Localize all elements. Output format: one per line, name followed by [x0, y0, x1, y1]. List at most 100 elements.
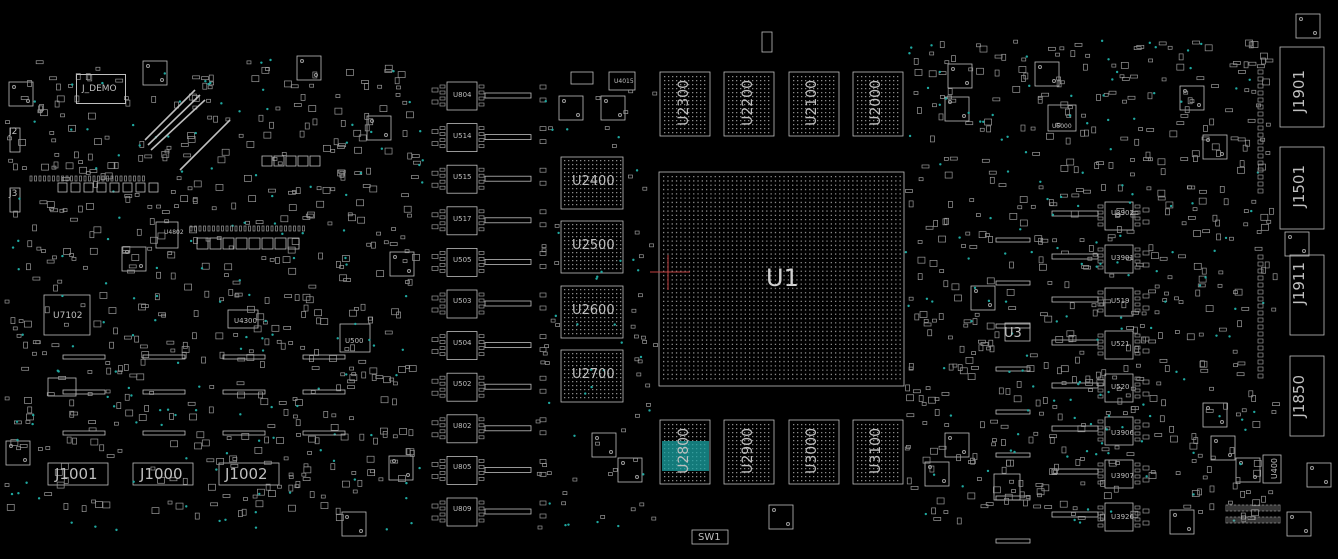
inductor-bar-0-2: [222, 354, 266, 360]
passive-left: [147, 246, 153, 251]
passive-center: [535, 419, 541, 424]
passive-right: [1161, 77, 1167, 82]
passive-left: [44, 492, 53, 496]
passive-right: [1101, 369, 1107, 377]
passive-center: [641, 335, 646, 340]
pad: [431, 349, 439, 354]
u505-label: U505: [453, 256, 472, 264]
mount-square-hole-b-5: [407, 269, 411, 273]
pad: [1142, 336, 1150, 342]
passive-left: [167, 500, 173, 505]
passive-right: [1176, 63, 1185, 71]
pad: [1273, 516, 1277, 524]
passive-right: [994, 331, 1000, 339]
passive-left: [391, 227, 396, 231]
via: [405, 496, 408, 500]
passive-left: [124, 393, 130, 401]
mount-square-hole-22: [772, 508, 776, 512]
passive-right: [989, 345, 995, 353]
passive-left: [402, 259, 408, 263]
pad: [539, 500, 547, 506]
pad: [539, 180, 547, 186]
passive-left: [352, 489, 358, 494]
passive-right: [1059, 80, 1065, 85]
passive-right: [992, 97, 1001, 102]
via: [167, 135, 170, 138]
passive-left: [268, 490, 276, 497]
via: [401, 348, 404, 351]
passive-right: [963, 319, 972, 324]
passive-left: [167, 251, 176, 259]
passive-left: [357, 216, 366, 224]
passive-left: [149, 218, 155, 225]
passive-left: [260, 361, 265, 368]
mount-square-hole-11: [1299, 17, 1303, 21]
pad: [1142, 422, 1150, 428]
passive-center: [544, 344, 549, 349]
u809-label: U809: [453, 505, 472, 513]
passive-right: [1054, 463, 1059, 471]
passive-left: [95, 66, 101, 71]
j1001-label: J1001: [55, 465, 98, 483]
passive-right: [1009, 261, 1014, 269]
passive-center: [645, 383, 651, 388]
passive-left: [162, 154, 168, 162]
passive-right: [1018, 480, 1024, 487]
pad: [1261, 516, 1265, 524]
passive-right: [1033, 504, 1042, 509]
passive-right: [1092, 309, 1098, 317]
passive-left: [189, 413, 197, 421]
passive-left: [100, 173, 106, 180]
passive-left: [288, 267, 297, 275]
memory-bottom-2: [788, 419, 840, 485]
via: [1121, 425, 1124, 429]
pad: [1257, 373, 1264, 379]
passive-right: [1198, 510, 1203, 514]
passive-left: [253, 325, 262, 333]
passive-right: [1083, 265, 1091, 270]
mount-square-hole-b-2: [314, 73, 318, 77]
passive-left: [288, 204, 297, 211]
passive-left: [113, 327, 118, 335]
via: [544, 100, 547, 103]
passive-right: [912, 389, 921, 394]
pad: [1257, 324, 1264, 330]
passive-right: [1121, 77, 1130, 81]
passive-left: [407, 213, 412, 218]
passive-left: [413, 160, 421, 165]
passive-left: [390, 459, 399, 464]
passive-left: [180, 195, 189, 202]
passive-right: [1242, 144, 1248, 152]
via: [10, 492, 14, 496]
pad: [1097, 462, 1104, 467]
passive-center: [608, 472, 613, 476]
pad: [1257, 118, 1264, 124]
via: [135, 421, 138, 424]
passive-right: [1253, 460, 1262, 467]
passive-right: [1035, 483, 1044, 487]
passive-right: [1233, 290, 1238, 295]
u2200-label: U2200: [740, 80, 756, 126]
passive-right: [963, 323, 969, 328]
passive-right: [980, 504, 989, 509]
memory-bottom-balls-2: [793, 424, 835, 482]
passive-right: [1049, 434, 1057, 439]
passive-right: [1019, 491, 1025, 499]
pad: [478, 167, 485, 172]
inductor-bar-1-3: [302, 389, 346, 395]
u3000-label: U3000: [804, 428, 820, 474]
passive-left: [46, 259, 55, 264]
via: [158, 408, 162, 412]
pad: [431, 420, 439, 426]
via: [1086, 122, 1089, 125]
via: [37, 497, 41, 500]
passive-left: [330, 463, 336, 471]
passive-left: [20, 96, 29, 100]
passive-right: [944, 171, 953, 179]
passive-center: [562, 491, 568, 495]
via: [1077, 382, 1080, 386]
passive-left: [35, 60, 44, 65]
passive-right: [1023, 72, 1029, 80]
